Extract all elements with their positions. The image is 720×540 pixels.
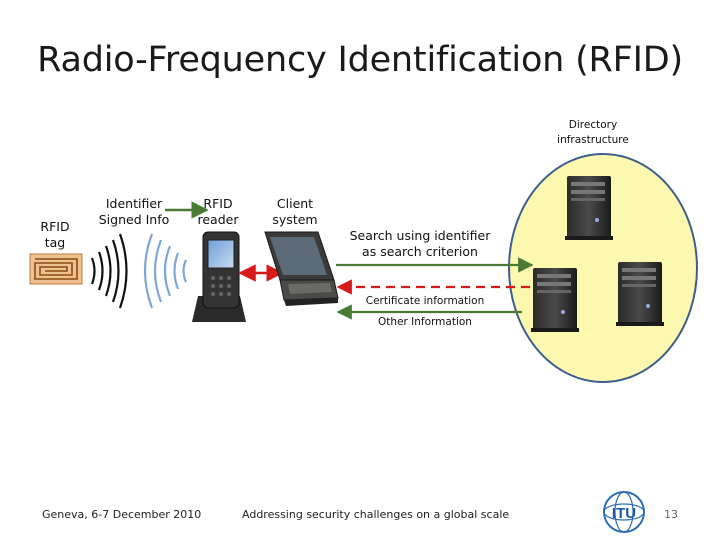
server-icon bbox=[616, 262, 664, 326]
logo-text: ITU bbox=[612, 505, 636, 522]
rfid-reader-icon bbox=[192, 231, 246, 322]
page-number: 13 bbox=[664, 508, 678, 521]
rfid-reader-label: RFID reader bbox=[197, 196, 239, 227]
footer-subject: Addressing security challenges on a glob… bbox=[242, 508, 510, 521]
footer-location: Geneva, 6-7 December 2010 bbox=[42, 508, 202, 521]
other-info-label: Other Information bbox=[378, 316, 472, 328]
laptop-icon bbox=[264, 231, 339, 306]
itu-logo: ITU bbox=[603, 491, 645, 533]
slide-title: Radio-Frequency Identification (RFID) bbox=[37, 40, 683, 80]
rfid-tag-label: RFID tag bbox=[40, 219, 70, 250]
server-icon bbox=[565, 176, 613, 240]
directory-label: Directory infrastructure bbox=[557, 119, 629, 146]
server-icon bbox=[531, 268, 579, 332]
search-label: Search using identifier as search criter… bbox=[349, 228, 491, 259]
rfid-tag-icon bbox=[29, 253, 83, 285]
certificate-info-label: Certificate information bbox=[365, 295, 485, 307]
radio-waves-reflected-icon bbox=[143, 233, 188, 309]
radio-waves-icon bbox=[90, 233, 128, 309]
identifier-label: Identifier Signed Info bbox=[98, 196, 170, 227]
client-system-label: Client system bbox=[272, 196, 318, 227]
